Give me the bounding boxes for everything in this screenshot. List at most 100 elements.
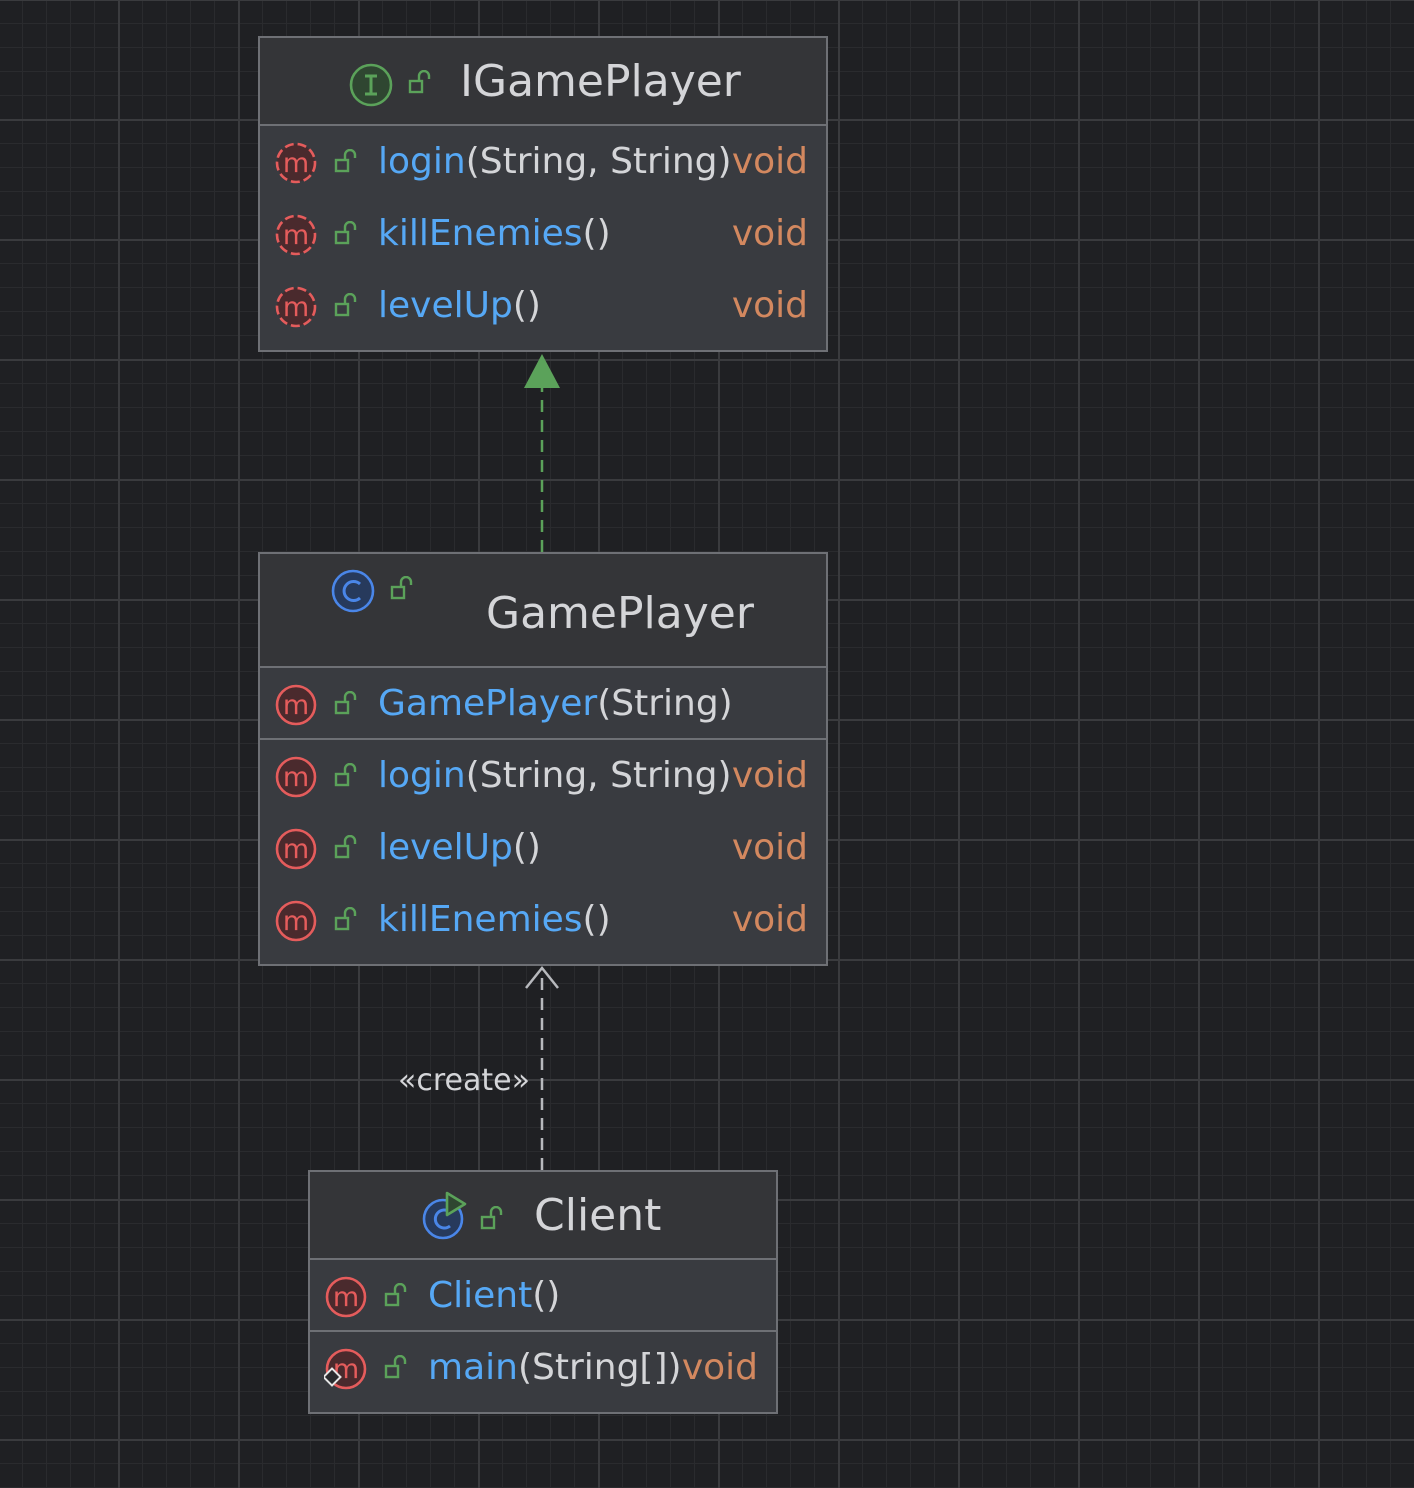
abstract-method-icon: m bbox=[274, 213, 318, 261]
public-visibility-icon bbox=[384, 1354, 410, 1385]
member-return-type: void bbox=[731, 899, 808, 940]
public-visibility-icon bbox=[334, 292, 360, 323]
svg-text:m: m bbox=[283, 834, 309, 865]
member-signature: levelUp() bbox=[378, 826, 541, 870]
member-params: (String[]) bbox=[517, 1347, 682, 1388]
public-visibility-icon bbox=[390, 575, 416, 606]
member-row[interactable]: m killEnemies() void bbox=[260, 884, 826, 956]
member-row[interactable]: m Client() bbox=[310, 1260, 776, 1332]
member-row[interactable]: m killEnemies() void bbox=[260, 198, 826, 270]
member-signature: levelUp() bbox=[378, 284, 541, 328]
box-bottom-padding bbox=[260, 956, 826, 964]
member-return-type: void bbox=[731, 285, 808, 326]
method-icon: m bbox=[274, 683, 318, 731]
box-bottom-padding bbox=[260, 342, 826, 350]
lock-open-icon bbox=[334, 690, 357, 715]
dependency-label: «create» bbox=[398, 1063, 530, 1098]
interface-icon bbox=[348, 62, 394, 112]
svg-text:m: m bbox=[283, 762, 309, 793]
public-visibility-icon bbox=[334, 690, 360, 721]
lock-open-icon bbox=[334, 762, 357, 787]
member-row[interactable]: m login(String, String)void bbox=[260, 740, 826, 812]
member-params: () bbox=[582, 213, 611, 254]
class-name: Client bbox=[534, 1190, 662, 1241]
lock-open-icon bbox=[390, 575, 413, 600]
member-return-type: void bbox=[731, 827, 808, 868]
member-params: () bbox=[532, 1275, 561, 1316]
member-signature: login(String, String) bbox=[378, 140, 732, 184]
static-method-icon: m bbox=[322, 1347, 368, 1395]
public-visibility-icon bbox=[480, 1205, 506, 1236]
class-box-gameplayer[interactable]: GamePlayer m GamePlayer(String) m login(… bbox=[258, 552, 828, 966]
class-box-client[interactable]: Client m Client() m main(String[])void bbox=[308, 1170, 778, 1414]
svg-text:m: m bbox=[283, 906, 309, 937]
lock-open-icon bbox=[334, 292, 357, 317]
member-name: Client bbox=[428, 1275, 533, 1316]
member-name: login bbox=[378, 755, 466, 796]
class-header[interactable]: GamePlayer bbox=[260, 554, 826, 668]
svg-text:m: m bbox=[283, 148, 309, 179]
class-name: GamePlayer bbox=[486, 588, 754, 639]
member-name: killEnemies bbox=[378, 899, 583, 940]
member-return-type: void bbox=[731, 141, 808, 182]
member-name: GamePlayer bbox=[378, 683, 598, 724]
method-icon: m bbox=[274, 899, 318, 947]
lock-open-icon bbox=[384, 1354, 407, 1379]
class-icon bbox=[330, 568, 376, 618]
lock-open-icon bbox=[408, 69, 431, 94]
member-return-type: void bbox=[731, 213, 808, 254]
member-name: login bbox=[378, 141, 466, 182]
member-signature: GamePlayer(String) bbox=[378, 682, 733, 726]
member-params: () bbox=[512, 827, 541, 868]
member-signature: main(String[]) bbox=[428, 1346, 682, 1390]
member-signature: Client() bbox=[428, 1274, 560, 1318]
member-row[interactable]: m levelUp() void bbox=[260, 812, 826, 884]
public-visibility-icon bbox=[334, 906, 360, 937]
public-visibility-icon bbox=[408, 69, 434, 100]
lock-open-icon bbox=[384, 1282, 407, 1307]
dependency-arrowhead bbox=[525, 965, 559, 989]
abstract-method-icon: m bbox=[274, 141, 318, 189]
public-visibility-icon bbox=[334, 834, 360, 865]
lock-open-icon bbox=[480, 1205, 503, 1230]
member-name: killEnemies bbox=[378, 213, 583, 254]
method-icon: m bbox=[324, 1275, 368, 1323]
lock-open-icon bbox=[334, 834, 357, 859]
svg-text:m: m bbox=[283, 292, 309, 323]
svg-text:m: m bbox=[333, 1282, 359, 1313]
member-params: () bbox=[582, 899, 611, 940]
member-params: () bbox=[512, 285, 541, 326]
member-row[interactable]: m login(String, String)void bbox=[260, 126, 826, 198]
member-return-type: void bbox=[681, 1347, 758, 1388]
class-box-igameplayer[interactable]: IGamePlayer m login(String, String)void … bbox=[258, 36, 828, 352]
runnable-class-icon bbox=[422, 1190, 474, 1246]
svg-text:m: m bbox=[283, 690, 309, 721]
member-signature: killEnemies() bbox=[378, 898, 611, 942]
lock-open-icon bbox=[334, 220, 357, 245]
method-icon: m bbox=[274, 755, 318, 803]
public-visibility-icon bbox=[334, 220, 360, 251]
class-header[interactable]: Client bbox=[310, 1172, 776, 1260]
member-row[interactable]: m levelUp() void bbox=[260, 270, 826, 342]
member-name: levelUp bbox=[378, 827, 513, 868]
lock-open-icon bbox=[334, 906, 357, 931]
member-name: main bbox=[428, 1347, 518, 1388]
realization-arrowhead bbox=[524, 354, 560, 388]
member-row[interactable]: m main(String[])void bbox=[310, 1332, 776, 1404]
member-name: levelUp bbox=[378, 285, 513, 326]
member-signature: login(String, String) bbox=[378, 754, 732, 798]
public-visibility-icon bbox=[334, 148, 360, 179]
member-params: (String, String) bbox=[465, 141, 732, 182]
member-return-type: void bbox=[731, 755, 808, 796]
member-row[interactable]: m GamePlayer(String) bbox=[260, 668, 826, 740]
lock-open-icon bbox=[334, 148, 357, 173]
class-name: IGamePlayer bbox=[460, 56, 741, 107]
class-header[interactable]: IGamePlayer bbox=[260, 38, 826, 126]
member-params: (String, String) bbox=[465, 755, 732, 796]
member-params: (String) bbox=[597, 683, 733, 724]
public-visibility-icon bbox=[384, 1282, 410, 1313]
box-bottom-padding bbox=[310, 1404, 776, 1412]
abstract-method-icon: m bbox=[274, 285, 318, 333]
method-icon: m bbox=[274, 827, 318, 875]
